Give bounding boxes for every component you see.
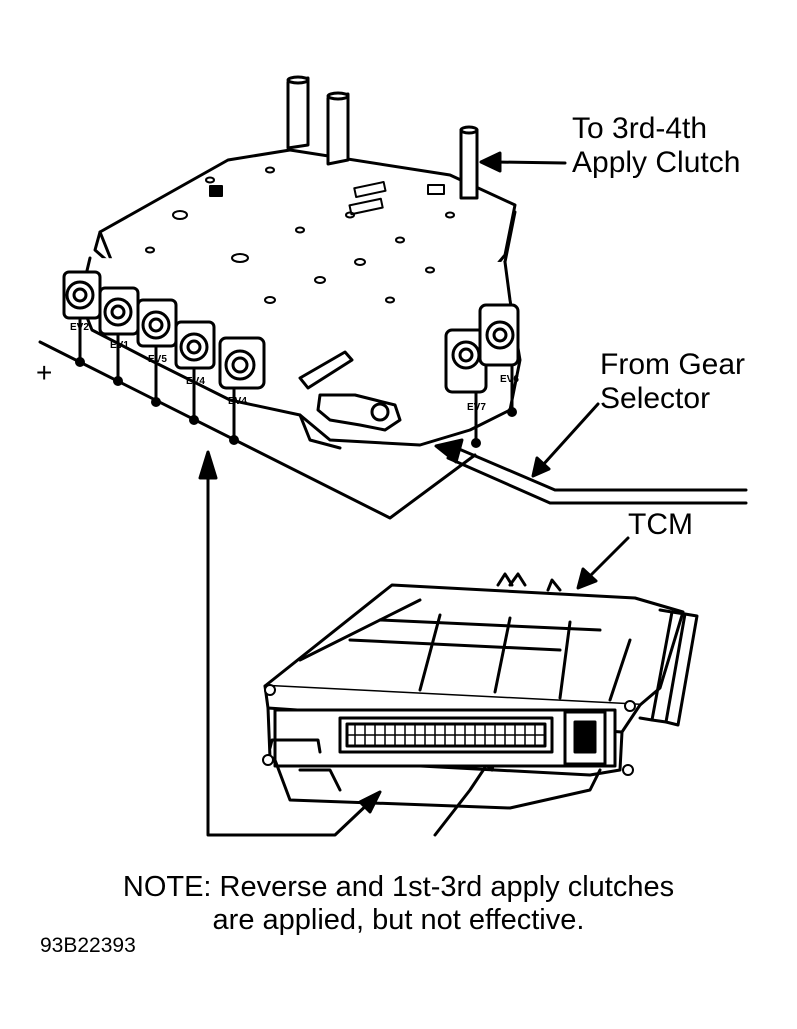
- selector-label-line2: Selector: [600, 382, 711, 415]
- solenoid-label: EV5: [148, 354, 167, 365]
- valve-body: EV2 EV1 EV5 EV4 EV4 EV7 EV6: [62, 75, 522, 450]
- solenoid-label: EV1: [110, 340, 129, 351]
- solenoid-label: EV4: [228, 396, 247, 407]
- solenoid-label: EV6: [500, 374, 519, 385]
- solenoid-label: EV4: [186, 376, 205, 387]
- tcm-label: TCM: [628, 508, 693, 541]
- note-line1: NOTE: Reverse and 1st-3rd apply clutches: [122, 871, 675, 903]
- clutch-label-line2: Apply Clutch: [572, 146, 741, 179]
- leader-arrows: [479, 151, 630, 590]
- note-line2: are applied, but not effective.: [212, 904, 585, 936]
- selector-label-line1: From Gear: [600, 348, 746, 381]
- figure-code: 93B22393: [40, 934, 136, 957]
- solenoid-group: [62, 270, 520, 394]
- plus-label: +: [36, 357, 53, 388]
- wiring: [38, 316, 748, 837]
- junction-dots: [75, 357, 517, 448]
- clutch-label-line1: To 3rd-4th: [572, 112, 708, 145]
- tcm-module: [262, 572, 699, 810]
